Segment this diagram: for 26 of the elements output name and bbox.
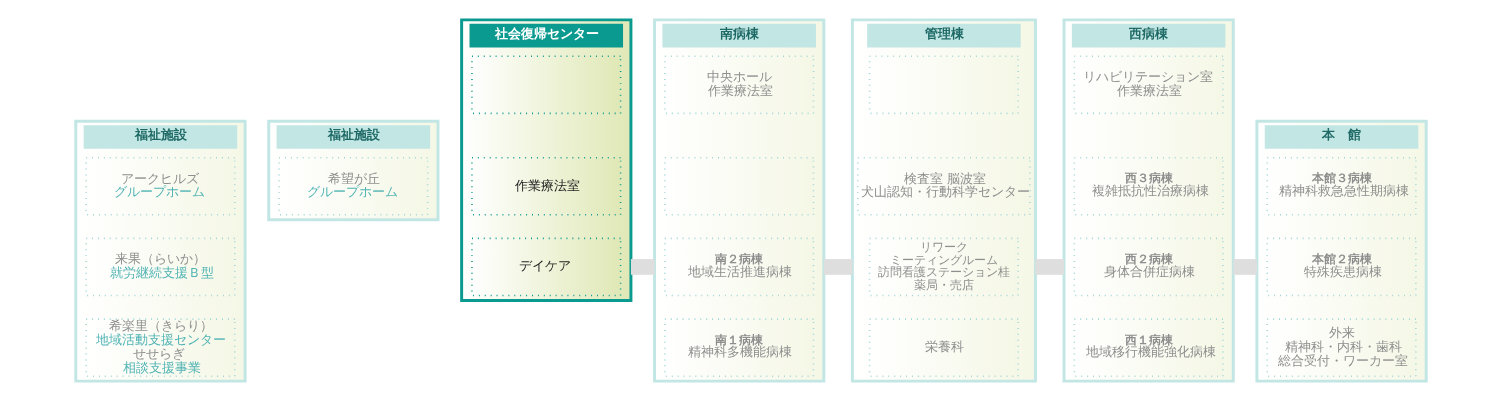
connector [823,259,852,275]
node-box: 中央ホール 作業療法室 [663,55,814,115]
node-box: アークヒルズ グループホーム [84,156,236,216]
node-box: 南１病棟 精神科多機能病棟 [663,318,814,377]
node-box: 西２病棟 身体合併症病棟 [1073,237,1224,297]
node-box: 外来 精神科・内科・歯科 総合受付・ワーカー室 [1265,318,1417,377]
node-box: 希望が丘 グループホーム [277,156,428,216]
node-box: 栄養科 [868,318,1019,377]
node-box: 希楽里（きらり） 地域活動支援センター せせらぎ 相談支援事業 [84,318,236,377]
node-box: 西３病棟 複雑抵抗性治療病棟 [1073,156,1224,216]
node-box [470,55,621,115]
node-box: 来果（らいか） 就労継続支援Ｂ型 [84,237,236,297]
node-box: デイケア [470,237,621,297]
node-box [868,55,1019,115]
node-box: 西１病棟 地域移行機能強化病棟 [1073,318,1224,377]
connector [630,259,655,275]
node-box: リワーク ミーティングルーム 訪問看護ステーション桂 薬局・売店 [868,237,1019,297]
connector [1034,259,1064,275]
node-box: 南２病棟 地域生活推進病棟 [663,237,814,297]
connector [1232,259,1257,275]
node-box [663,156,814,216]
node-box: リハビリテーション室 作業療法室 [1073,55,1224,115]
node-box: 本館２病棟 特殊疾患病棟 [1265,237,1417,297]
node-box: 本館３病棟 精神科救急急性期病棟 [1265,156,1417,216]
node-box: 検査室 脳波室 犬山認知・行動科学センター [856,156,1031,216]
node-box: 作業療法室 [470,156,621,216]
